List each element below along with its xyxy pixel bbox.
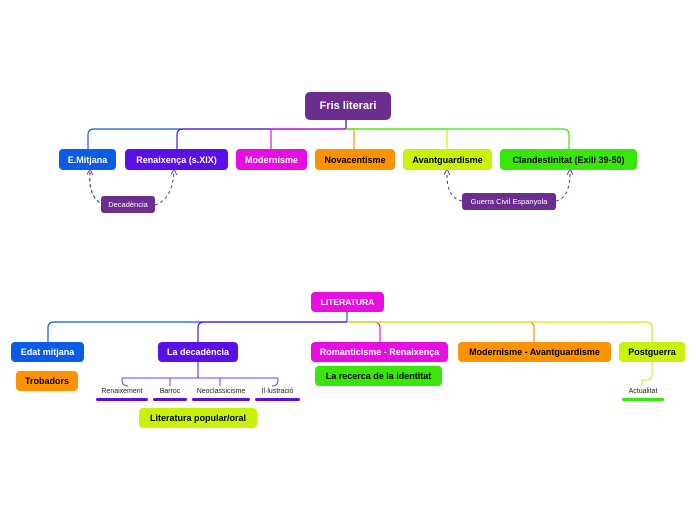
- leaf-actualitat[interactable]: Actualitat: [622, 388, 664, 401]
- leaf-neoclassicisme-label: Neoclassicisme: [196, 388, 246, 395]
- line-modernisme: [270, 128, 346, 149]
- node-clandestinitat[interactable]: Clandestinitat (Exili 39-50): [500, 149, 637, 170]
- node-emitjana[interactable]: E.Mitjana: [59, 149, 116, 170]
- line-novacentisme: [346, 128, 355, 149]
- leaf-actualitat-bar: [622, 398, 664, 401]
- relation-label-guerra-civil[interactable]: Guerra Civil Espanyola: [462, 193, 556, 210]
- node-literatura-popular-oral[interactable]: Literatura popular/oral: [139, 408, 257, 428]
- node-recerca-identitat[interactable]: La recerca de la identitat: [315, 366, 442, 386]
- line-romanticisme: [347, 321, 381, 342]
- leaf-actualitat-label: Actualitat: [628, 388, 658, 395]
- node-renaixenca[interactable]: Renaixença (s.XIX): [125, 149, 228, 170]
- leaf-illustracio-bar: [255, 398, 300, 401]
- root-literatura[interactable]: LITERATURA: [311, 292, 384, 312]
- line-modernisme2: [347, 321, 535, 342]
- node-novacentisme[interactable]: Novacentisme: [315, 149, 395, 170]
- node-edat-mitjana[interactable]: Edat mitjana: [11, 342, 84, 362]
- relation-guerra-end: [555, 172, 570, 202]
- node-romanticisme-renaixenca[interactable]: Romanticisme - Renaixença: [311, 342, 448, 362]
- line-postguerra: [347, 321, 653, 342]
- node-avantguardisme[interactable]: Avantguardisme: [403, 149, 492, 170]
- relation-label-decadencia[interactable]: Decadència: [101, 196, 155, 213]
- leaf-barroc[interactable]: Barroc: [153, 388, 187, 401]
- leaf-illustracio[interactable]: Il·lustració: [255, 388, 300, 401]
- line-actualitat: [641, 362, 653, 386]
- node-la-decadencia[interactable]: La decadència: [158, 342, 238, 362]
- leaf-neoclassicisme[interactable]: Neoclassicisme: [192, 388, 250, 401]
- line-avantguardisme: [346, 128, 448, 149]
- leaf-renaixement-label: Renaixement: [101, 388, 143, 395]
- leaf-barroc-bar: [153, 398, 187, 401]
- node-trobadors[interactable]: Trobadors: [16, 371, 78, 391]
- line-clandestinitat: [346, 128, 570, 149]
- line-leaves: [121, 377, 279, 387]
- leaf-renaixement-bar: [96, 398, 148, 401]
- leaf-barroc-label: Barroc: [159, 388, 181, 395]
- node-modernisme-avantguardisme[interactable]: Modernisme - Avantguardisme: [458, 342, 611, 362]
- relation-guerra: [447, 172, 463, 202]
- leaf-neoclassicisme-bar: [192, 398, 250, 401]
- node-postguerra[interactable]: Postguerra: [619, 342, 685, 362]
- line-emitjana: [87, 120, 347, 149]
- leaf-illustracio-label: Il·lustració: [261, 388, 294, 395]
- line-renaixenca: [176, 120, 347, 149]
- node-modernisme[interactable]: Modernisme: [236, 149, 307, 170]
- root-fris-literari[interactable]: Fris literari: [305, 92, 391, 120]
- line-decadencia: [197, 321, 347, 342]
- leaf-renaixement[interactable]: Renaixement: [96, 388, 148, 401]
- line-edatmitjana: [47, 312, 348, 342]
